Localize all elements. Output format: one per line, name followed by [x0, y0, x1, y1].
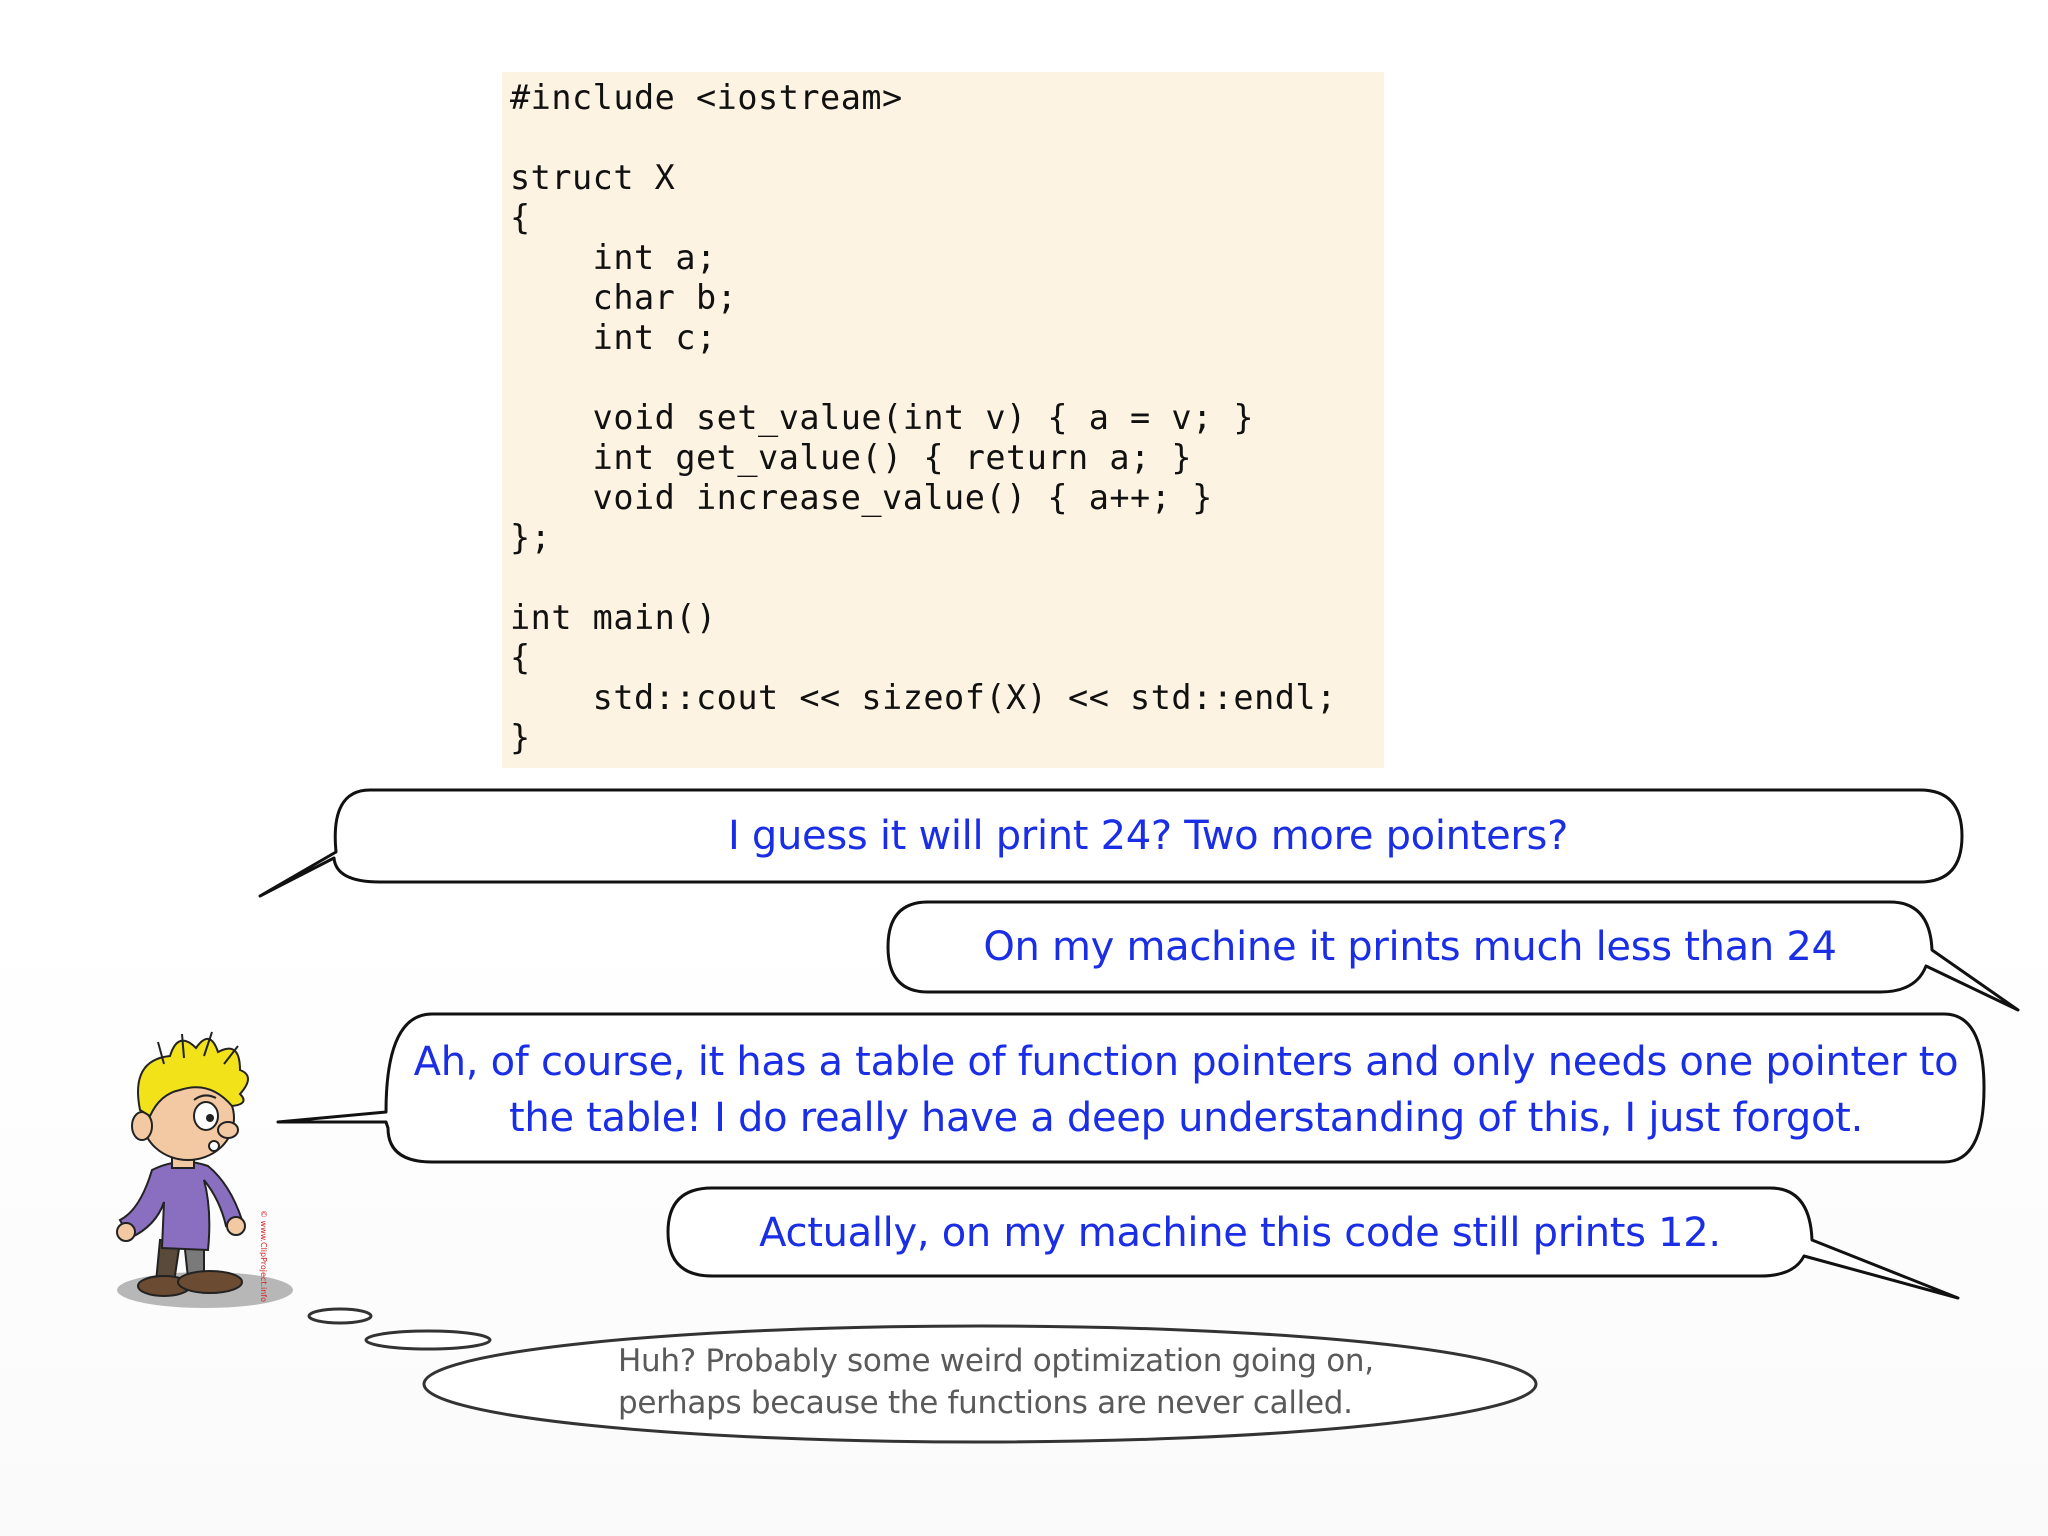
bubble-guess-24-shape: [258, 788, 1964, 898]
bubble-function-table-text-line1: Ah, of course, it has a table of functio…: [413, 1039, 1959, 1085]
bubble-function-table-shape: [276, 1012, 1986, 1164]
bubble-guess-24-text: I guess it will print 24? Two more point…: [727, 813, 1569, 859]
code-line: };: [510, 518, 552, 557]
bubble-machine-less-shape: [886, 900, 2020, 1012]
thought-text-line2: perhaps because the functions are never …: [618, 1385, 1353, 1421]
code-panel: [502, 72, 1384, 768]
bubble-prints-12-shape: [666, 1186, 1960, 1300]
code-line: #include <iostream>: [510, 78, 903, 117]
code-line: int c;: [510, 318, 717, 357]
code-line: }: [510, 718, 531, 757]
code-line: std::cout << sizeof(X) << std::endl;: [510, 678, 1337, 717]
code-line: int get_value() { return a; }: [510, 438, 1193, 477]
bubble-function-table-text-line2: the table! I do really have a deep under…: [509, 1095, 1863, 1141]
code-line: struct X: [510, 158, 676, 197]
code-line: {: [510, 198, 531, 237]
thought-text-line1: Huh? Probably some weird optimization go…: [618, 1343, 1374, 1379]
code-listing: #include <iostream> struct X{ int a; cha…: [510, 78, 1337, 758]
cartoon-boy-icon: [116, 1031, 293, 1308]
clipart-credit: © www.ClipProject.info: [256, 1210, 272, 1330]
code-line: void increase_value() { a++; }: [510, 478, 1213, 517]
clipart-credit-text: © www.ClipProject.info: [259, 1210, 268, 1303]
code-line: {: [510, 638, 531, 677]
code-line: void set_value(int v) { a = v; }: [510, 398, 1255, 437]
bubble-machine-less-text: On my machine it prints much less than 2…: [983, 924, 1837, 970]
code-line: int a;: [510, 238, 717, 277]
bubble-prints-12-text: Actually, on my machine this code still …: [759, 1210, 1721, 1256]
code-line: char b;: [510, 278, 738, 317]
thought-bubble-shape: [307, 1307, 1538, 1444]
code-line: int main(): [510, 598, 717, 637]
